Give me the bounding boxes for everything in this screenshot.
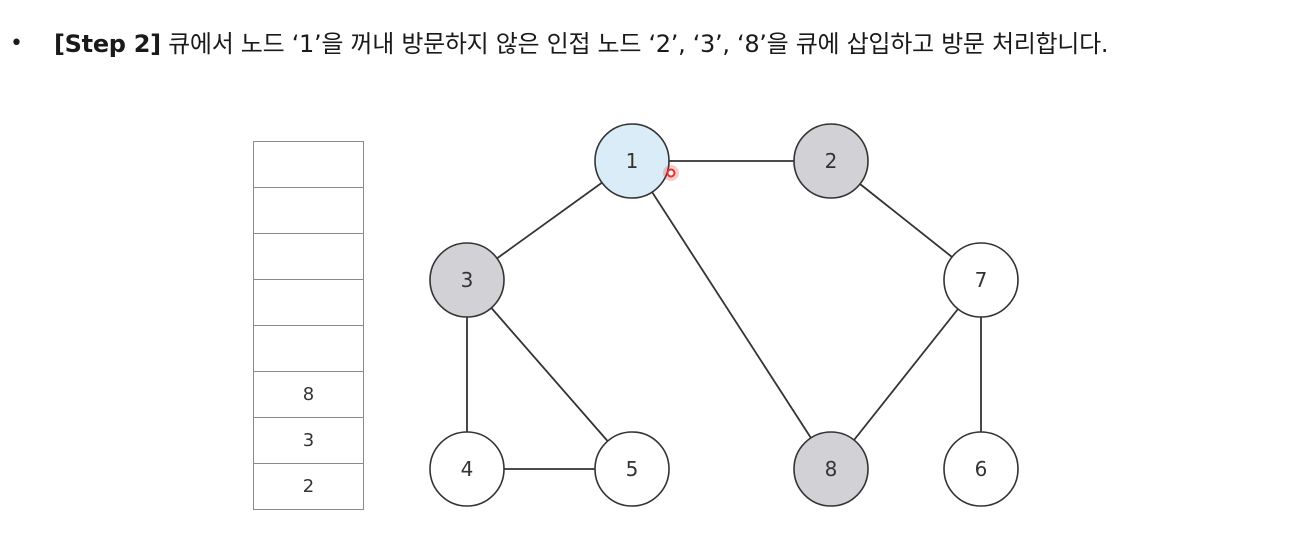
- node-label-2: 2: [825, 149, 838, 173]
- graph-node-4: 4: [429, 431, 505, 507]
- node-circle-2: [793, 123, 869, 199]
- bullet: •: [10, 31, 23, 56]
- node-circle-4: [429, 431, 505, 507]
- node-circle-1: [594, 123, 670, 199]
- queue-cell-5: 8: [254, 372, 363, 418]
- node-label-1: 1: [626, 149, 639, 173]
- queue-cell-1: [254, 188, 363, 234]
- node-label-8: 8: [825, 457, 838, 481]
- node-label-7: 7: [975, 268, 988, 292]
- graph-node-5: 5: [594, 431, 670, 507]
- pointer-dot: [666, 168, 676, 178]
- graph-node-2: 2: [793, 123, 869, 199]
- queue-cell-2: [254, 234, 363, 280]
- queue-cell-3: [254, 280, 363, 326]
- queue-cell-4: [254, 326, 363, 372]
- queue: 8 3 2: [253, 141, 364, 510]
- node-circle-3: [429, 242, 505, 318]
- graph-nodes: 1 2 3 4 5 6 7 8: [429, 123, 1019, 507]
- node-circle-5: [594, 431, 670, 507]
- caption-text: [Step 2] 큐에서 노드 ‘1’을 꺼내 방문하지 않은 인접 노드 ‘2…: [54, 22, 1109, 66]
- node-circle-7: [943, 242, 1019, 318]
- graph-node-6: 6: [943, 431, 1019, 507]
- queue-cell-7: 2: [254, 464, 363, 510]
- queue-cell-6: 3: [254, 418, 363, 464]
- step-caption: • [Step 2] 큐에서 노드 ‘1’을 꺼내 방문하지 않은 인접 노드 …: [0, 22, 1303, 66]
- node-label-4: 4: [461, 457, 474, 481]
- node-circle-8: [793, 431, 869, 507]
- graph-node-3: 3: [429, 242, 505, 318]
- node-label-5: 5: [626, 457, 639, 481]
- cursor-pointer: [663, 165, 679, 181]
- graph-edges: [466, 160, 982, 470]
- edge-3-5: [466, 279, 633, 470]
- queue-cell-0: [254, 142, 363, 188]
- step-description: 큐에서 노드 ‘1’을 꺼내 방문하지 않은 인접 노드 ‘2’, ‘3’, ‘…: [160, 30, 1109, 58]
- graph-node-7: 7: [943, 242, 1019, 318]
- step-label: [Step 2]: [54, 30, 161, 58]
- node-label-6: 6: [975, 457, 988, 481]
- graph-node-1: 1: [594, 123, 670, 199]
- edge-1-8: [631, 160, 832, 470]
- node-circle-6: [943, 431, 1019, 507]
- graph-node-8: 8: [793, 431, 869, 507]
- edge-7-8: [830, 279, 982, 470]
- node-label-3: 3: [461, 268, 474, 292]
